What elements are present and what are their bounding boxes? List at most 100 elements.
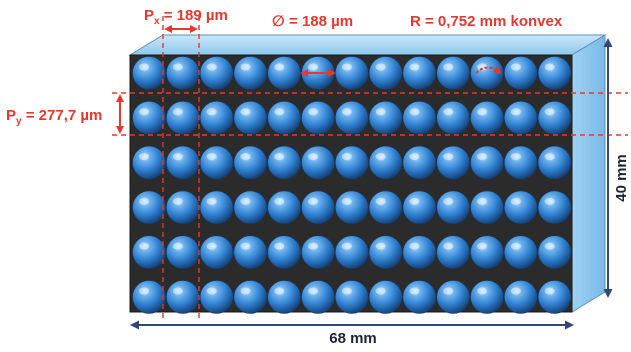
microlens — [368, 280, 403, 314]
lens-highlight — [409, 63, 420, 71]
lens-highlight — [443, 287, 454, 295]
microlens — [267, 56, 302, 90]
microlens — [537, 235, 572, 269]
microlens — [132, 280, 166, 314]
microlens — [436, 145, 471, 180]
microlens — [199, 101, 234, 135]
lens-highlight — [139, 242, 149, 250]
lens-highlight — [477, 63, 487, 71]
lens-highlight — [274, 63, 285, 71]
lens-highlight — [240, 287, 251, 295]
microlens — [199, 280, 234, 314]
lens-highlight — [274, 197, 285, 205]
lens-highlight — [375, 63, 386, 71]
lens-highlight — [341, 287, 352, 295]
lens-highlight — [409, 242, 420, 250]
lens-highlight — [139, 287, 149, 295]
microlens — [436, 56, 471, 90]
lens-highlight — [172, 108, 183, 116]
microlens — [233, 280, 268, 314]
lens-highlight — [206, 242, 217, 250]
lens-highlight — [544, 153, 555, 161]
lens-highlight — [544, 287, 555, 295]
lens-highlight — [172, 197, 183, 205]
lens-highlight — [308, 153, 318, 161]
lens-highlight — [240, 242, 251, 250]
microlens — [334, 190, 369, 225]
pitch-y-label: Py = 277,7 µm — [6, 107, 102, 127]
lens-highlight — [375, 153, 386, 161]
microlens — [132, 101, 166, 135]
microlens — [470, 101, 504, 135]
radius-label: R = 0,752 mm konvex — [410, 13, 563, 30]
microlens — [166, 56, 200, 90]
microlens — [503, 56, 538, 90]
microlens — [334, 145, 369, 180]
microlens — [166, 280, 200, 314]
microlens — [267, 190, 302, 225]
microlens — [301, 280, 335, 314]
lens-highlight — [172, 287, 183, 295]
lens-highlight — [409, 287, 420, 295]
lens-highlight — [443, 63, 454, 71]
microlens — [436, 190, 471, 225]
lens-highlight — [172, 242, 183, 250]
lens-highlight — [308, 287, 318, 295]
microlens — [537, 101, 572, 135]
lens-highlight — [544, 242, 555, 250]
lens-highlight — [443, 242, 454, 250]
microlens — [503, 190, 538, 225]
microlens — [470, 235, 504, 269]
lens-highlight — [139, 197, 149, 205]
lens-highlight — [240, 108, 251, 116]
lens-highlight — [510, 197, 521, 205]
microlens — [436, 280, 471, 314]
lens-highlight — [274, 153, 285, 161]
microlens — [267, 101, 302, 135]
microlens — [199, 235, 234, 269]
microlens — [132, 56, 166, 90]
microlens — [503, 145, 538, 180]
microlens — [402, 280, 437, 314]
lens-highlight — [139, 153, 149, 161]
lens-highlight — [443, 153, 454, 161]
lens-highlight — [510, 242, 521, 250]
diameter-label: ∅ = 188 µm — [272, 13, 353, 30]
lens-highlight — [510, 287, 521, 295]
microlens — [503, 280, 538, 314]
microlens — [537, 190, 572, 225]
microlens — [233, 101, 268, 135]
microlens — [537, 145, 572, 180]
microlens — [301, 190, 335, 225]
lens-highlight — [544, 63, 555, 71]
lens-highlight — [308, 197, 318, 205]
microlens — [199, 145, 234, 180]
microlens — [301, 101, 335, 135]
lens-highlight — [308, 242, 318, 250]
microlens — [503, 235, 538, 269]
lens-highlight — [544, 108, 555, 116]
microlens — [301, 235, 335, 269]
lens-highlight — [375, 197, 386, 205]
microlens — [368, 190, 403, 225]
lens-highlight — [240, 63, 251, 71]
microlens — [233, 190, 268, 225]
substrate-face — [129, 54, 573, 313]
microlens — [368, 56, 403, 90]
microlens — [402, 235, 437, 269]
lens-highlight — [375, 108, 386, 116]
lens-grid — [132, 56, 572, 314]
microlens — [470, 280, 504, 314]
microlens — [166, 190, 200, 225]
lens-highlight — [477, 197, 487, 205]
lens-highlight — [341, 242, 352, 250]
lens-highlight — [206, 108, 217, 116]
lens-highlight — [375, 287, 386, 295]
lens-highlight — [477, 153, 487, 161]
microlens — [267, 235, 302, 269]
lens-highlight — [206, 63, 217, 71]
lens-highlight — [443, 197, 454, 205]
lens-highlight — [274, 287, 285, 295]
microlens — [132, 145, 166, 180]
